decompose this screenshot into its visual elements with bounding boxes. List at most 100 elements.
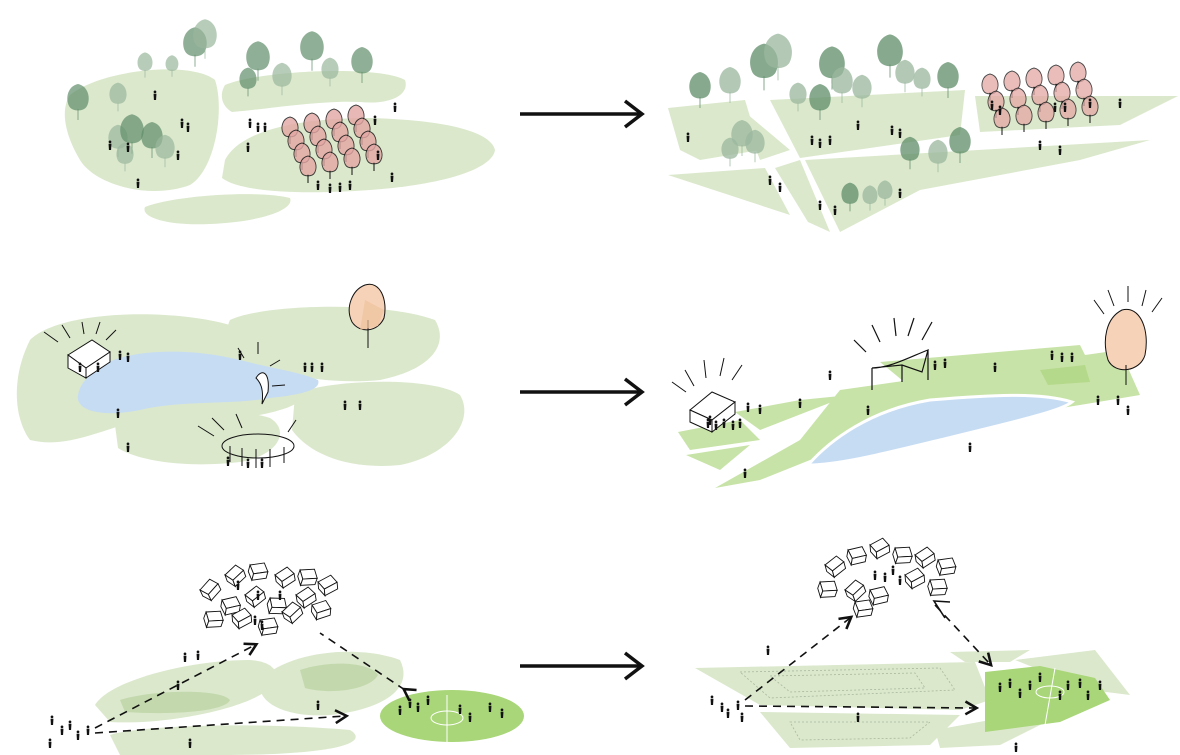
person-icon (116, 408, 120, 418)
grass-patch (300, 663, 378, 692)
person-icon (720, 702, 724, 712)
house-icon (927, 578, 948, 597)
house-icon (203, 610, 224, 629)
person-icon (426, 695, 430, 705)
person-icon (238, 350, 242, 360)
grass-patch (775, 160, 830, 232)
person-icon (968, 442, 972, 452)
row-lake-before (16, 283, 465, 468)
house-icon (852, 599, 874, 619)
person-icon (226, 456, 230, 466)
people-group (706, 350, 1130, 478)
tree-icon (719, 67, 741, 103)
house-icon (844, 579, 867, 603)
house-icon (257, 617, 279, 637)
person-icon (1063, 102, 1067, 112)
person-icon (746, 402, 750, 412)
person-icon (316, 700, 320, 710)
orchard-cluster (281, 104, 383, 183)
person-icon (818, 138, 822, 148)
pitch-icon (380, 690, 524, 742)
grass-patch (115, 410, 280, 465)
tree-icon (348, 283, 386, 348)
tree-icon (1037, 101, 1055, 129)
person-icon (246, 142, 250, 152)
tree-icon (937, 62, 959, 98)
tree-icon (343, 147, 361, 175)
person-icon (933, 360, 937, 370)
person-icon (153, 90, 157, 100)
house-icon (199, 578, 222, 602)
tree-icon (321, 151, 339, 179)
person-icon (828, 370, 832, 380)
tree-icon (789, 82, 807, 112)
person-icon (468, 712, 472, 722)
person-icon (68, 720, 72, 730)
person-icon (1116, 395, 1120, 405)
tree-icon (300, 31, 324, 71)
right-arrow-icon (520, 99, 645, 129)
dashed-path-icon (744, 600, 993, 716)
pavilion-icon (197, 413, 297, 468)
house-icon (869, 537, 891, 561)
tree-icon (67, 84, 89, 120)
grass-patch (120, 691, 230, 714)
person-icon (408, 698, 412, 708)
tree-icon (877, 180, 893, 206)
person-icon (818, 200, 822, 210)
lake-water (804, 393, 1076, 467)
people-group (78, 350, 362, 468)
tree-icon (809, 84, 831, 120)
person-icon (1098, 680, 1102, 690)
grass-patch (110, 725, 356, 755)
person-icon (248, 118, 252, 128)
person-icon (1053, 102, 1057, 112)
house-icon (914, 546, 936, 570)
person-icon (260, 620, 264, 630)
tree-cluster (689, 33, 971, 212)
person-icon (1058, 690, 1062, 700)
person-icon (373, 115, 377, 125)
house-icon (846, 546, 868, 567)
person-icon (60, 725, 64, 735)
tree-icon (246, 41, 270, 81)
house-icon (671, 357, 743, 434)
person-icon (180, 118, 184, 128)
house-icon (868, 586, 890, 607)
person-icon (176, 680, 180, 690)
person-icon (358, 400, 362, 410)
person-icon (710, 695, 714, 705)
person-icon (126, 352, 130, 362)
tent-icon (853, 317, 933, 390)
person-icon (722, 418, 726, 428)
house-icon (295, 586, 317, 610)
person-icon (766, 645, 770, 655)
row-village-before (48, 562, 524, 755)
person-icon (196, 650, 200, 660)
person-icon (736, 700, 740, 710)
person-icon (1018, 688, 1022, 698)
right-arrow-icon (520, 651, 645, 681)
person-icon (253, 615, 257, 625)
person-icon (1078, 678, 1082, 688)
person-icon (136, 178, 140, 188)
tree-icon (137, 52, 153, 78)
person-icon (731, 420, 735, 430)
person-icon (833, 205, 837, 215)
people-group (710, 565, 1102, 752)
house-icon (247, 562, 269, 582)
person-icon (458, 704, 462, 714)
person-icon (1028, 680, 1032, 690)
person-icon (1126, 405, 1130, 415)
tree-icon (689, 72, 711, 108)
people-group (108, 90, 397, 193)
tree-icon (993, 107, 1011, 135)
tree-icon (721, 137, 739, 167)
person-icon (263, 122, 267, 132)
grass-patch (760, 712, 960, 748)
bridge-icon (237, 342, 286, 405)
person-icon (348, 180, 352, 190)
tree-icon (913, 67, 931, 97)
lake-water (77, 351, 319, 414)
